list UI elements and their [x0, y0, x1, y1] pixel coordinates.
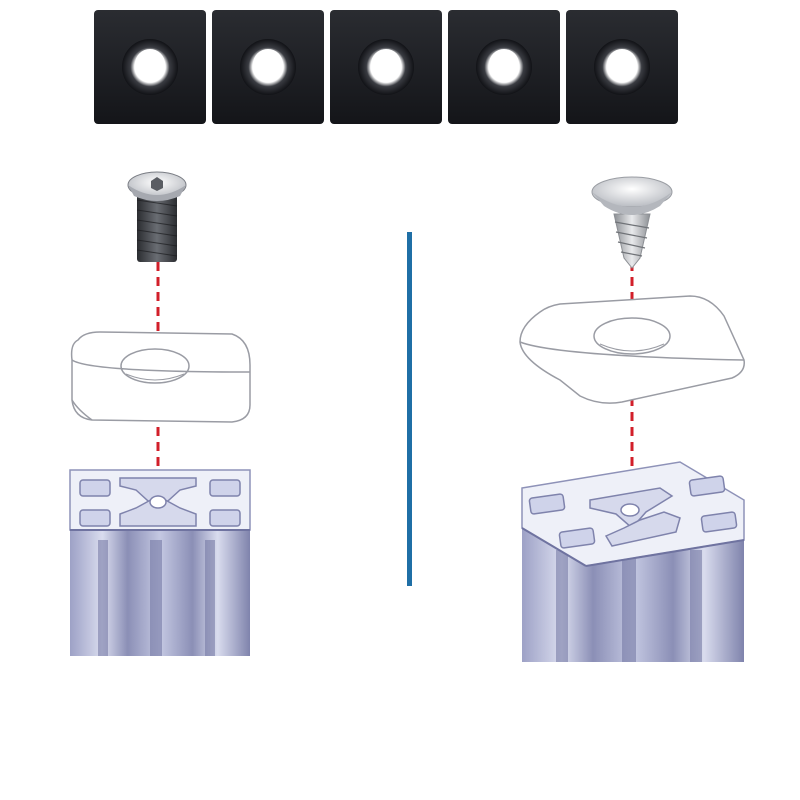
end-cap-row [94, 10, 678, 124]
left-aluminum-profile-icon [69, 469, 251, 656]
end-cap-1 [94, 10, 206, 124]
right-aluminum-profile-icon [521, 461, 745, 662]
hex-socket-screw-icon [127, 171, 187, 262]
end-cap-5 [566, 10, 678, 124]
divider-line [407, 232, 412, 586]
right-cover-plate-icon [519, 295, 745, 404]
end-cap-2 [212, 10, 324, 124]
left-cover-plate-icon [70, 331, 251, 423]
end-cap-4 [448, 10, 560, 124]
right-assembly [519, 176, 745, 662]
phillips-screw-icon [591, 176, 673, 269]
end-cap-3 [330, 10, 442, 124]
left-assembly [69, 171, 251, 656]
